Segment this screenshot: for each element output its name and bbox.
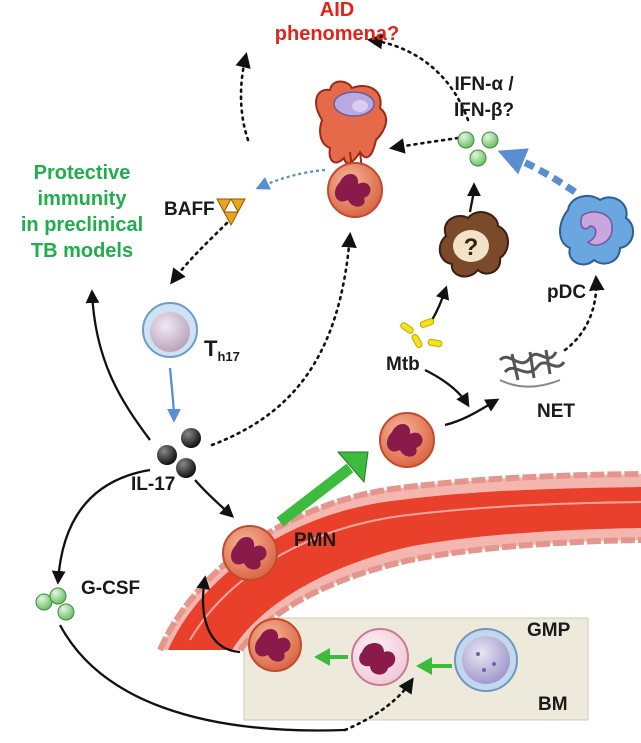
arrow-gcsf-to-bm bbox=[343, 677, 414, 732]
arrow-cell-to-aid bbox=[235, 51, 251, 142]
gmp-cell-icon bbox=[454, 628, 518, 692]
arrow-mtb-to-net bbox=[424, 368, 470, 408]
th17-cell-icon bbox=[142, 302, 198, 358]
baff-label: BAFF bbox=[164, 199, 215, 220]
protective-immunity-label: Protective immunity in preclinical TB mo… bbox=[20, 162, 144, 262]
net-label: NET bbox=[537, 401, 575, 422]
bm-immature-neutrophil-icon bbox=[351, 628, 409, 686]
arrow-baff-to-th17 bbox=[170, 216, 234, 285]
arrow-il17-to-pmn-vessel bbox=[194, 479, 235, 518]
arrow-pmn-extravasation bbox=[276, 463, 354, 527]
arrow-pmn-to-net bbox=[444, 398, 500, 427]
arrow-mtb-to-macrophage bbox=[431, 285, 450, 321]
ifn-label: IFN-α / IFN-β? bbox=[454, 74, 515, 121]
arrow-ifn-to-aid bbox=[366, 33, 470, 122]
neutrophil-top-icon bbox=[327, 162, 383, 218]
bm-mature-neutrophil-icon bbox=[248, 618, 302, 672]
mtb-label: Mtb bbox=[386, 354, 420, 375]
bone-marrow-box bbox=[243, 617, 589, 721]
ifn-molecules-icon bbox=[457, 131, 499, 167]
arrow-th17-to-il17 bbox=[167, 367, 181, 423]
mtb-bacteria-icon bbox=[400, 318, 443, 348]
arrow-il17-to-protective bbox=[85, 289, 151, 441]
arrow-pdc-to-ifn bbox=[497, 148, 577, 195]
arrow-bm-maturation-2 bbox=[416, 657, 452, 675]
arrow-net-to-pdc bbox=[563, 274, 605, 352]
neutrophil-tissue-icon bbox=[379, 412, 435, 468]
arrow-il17-to-pmn-top bbox=[210, 231, 357, 447]
pmn-label: PMN bbox=[294, 530, 337, 551]
infected-macrophage-icon: ? bbox=[438, 211, 509, 278]
baff-icon bbox=[216, 198, 246, 227]
svg-text:?: ? bbox=[464, 234, 479, 261]
arrow-gcsf-to-bm-path bbox=[58, 624, 346, 732]
arrow-macrophage-to-ifn bbox=[467, 182, 481, 213]
gcsf-molecules-icon bbox=[35, 587, 75, 621]
gcsf-label: G-CSF bbox=[81, 578, 141, 599]
arrow-cell-to-baff bbox=[255, 168, 326, 190]
arrow-il17-to-gcsf bbox=[51, 468, 151, 585]
th17-label: Th17 bbox=[204, 336, 240, 364]
pdc-label: pDC bbox=[547, 282, 587, 303]
arrow-bm-to-vessel bbox=[196, 575, 241, 654]
pdc-cell-icon bbox=[559, 194, 635, 266]
neutrophil-vessel-icon bbox=[222, 525, 278, 581]
aid-phenomena-label: AID phenomena? bbox=[274, 0, 400, 45]
arrow-ifn-to-cells bbox=[388, 136, 460, 154]
net-structure-icon bbox=[498, 349, 566, 388]
arrow-bm-maturation-1 bbox=[314, 648, 348, 666]
il17-molecules-icon bbox=[157, 428, 201, 478]
il17-label: IL-17 bbox=[131, 474, 176, 495]
gmp-label: GMP bbox=[527, 620, 571, 641]
bm-label: BM bbox=[538, 694, 568, 715]
arrow-pmn-extravasation-head bbox=[336, 451, 369, 484]
netting-neutrophil-icon bbox=[315, 80, 388, 171]
